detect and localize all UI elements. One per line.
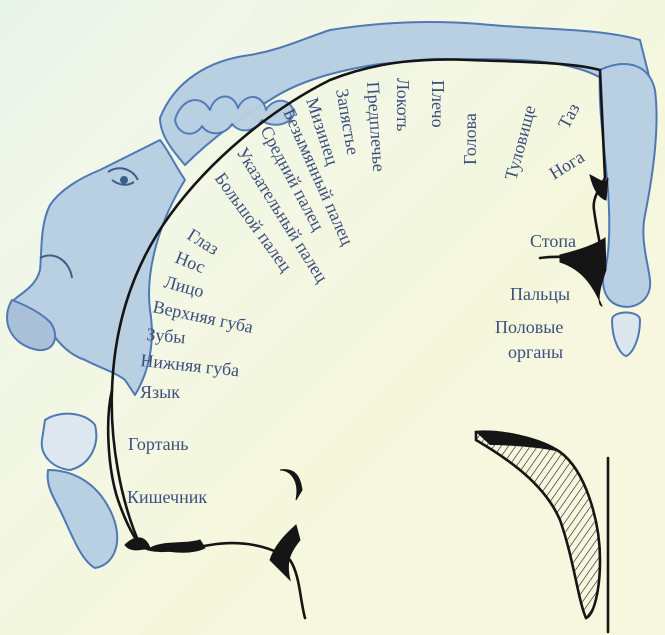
label-lokot: Локоть	[393, 78, 413, 131]
label-plecho: Плечо	[428, 80, 448, 128]
label-polovye: Половые	[495, 317, 563, 337]
label-yazyk: Язык	[140, 382, 180, 402]
label-golova: Голова	[460, 113, 480, 165]
label-gortan: Гортань	[128, 434, 189, 454]
label-stopa: Стопа	[530, 231, 576, 251]
label-organy: органы	[508, 342, 563, 362]
homunculus-leg	[600, 64, 657, 307]
label-zuby: Зубы	[146, 324, 187, 347]
label-paltsy: Пальцы	[510, 284, 570, 304]
label-kishechnik: Кишечник	[127, 487, 207, 507]
